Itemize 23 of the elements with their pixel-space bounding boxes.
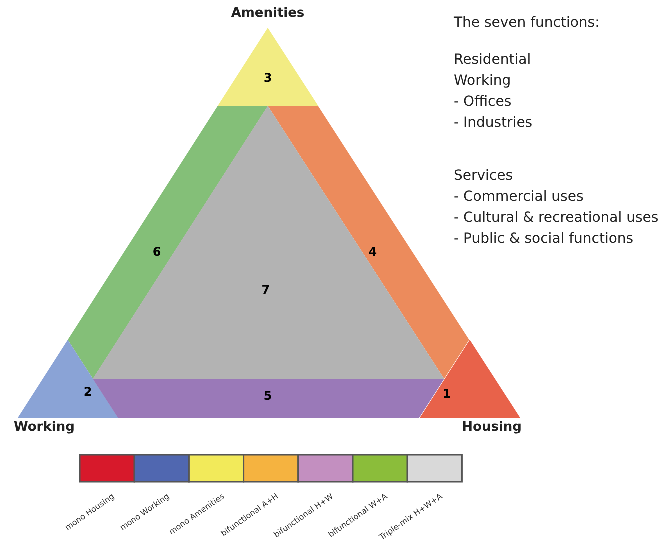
list-item: - Commercial uses <box>454 189 584 205</box>
region-number: 3 <box>264 71 272 85</box>
region-number: 5 <box>264 389 272 403</box>
list-item: - Offices <box>454 94 512 110</box>
region-number: 6 <box>152 245 162 259</box>
region-number: 7 <box>262 283 270 297</box>
list-item: Services <box>454 168 514 184</box>
triangle-region <box>93 379 445 418</box>
corner-label: Amenities <box>231 6 305 21</box>
triangle-region <box>420 340 520 418</box>
triangle-region <box>18 340 118 418</box>
region-number: 1 <box>442 387 452 401</box>
region-number: 2 <box>84 385 92 399</box>
list-heading: The seven functions: <box>454 15 600 31</box>
list-item: - Cultural & recreational uses <box>454 210 659 226</box>
triangle-region <box>93 106 445 379</box>
list-item: Working <box>454 73 512 89</box>
list-item: - Public & social functions <box>454 231 634 247</box>
list-item: Residential <box>454 52 532 68</box>
triangle-region <box>218 28 318 106</box>
list-item: - Industries <box>454 115 533 131</box>
region-number: 4 <box>368 245 378 259</box>
triangle-region <box>68 106 268 379</box>
